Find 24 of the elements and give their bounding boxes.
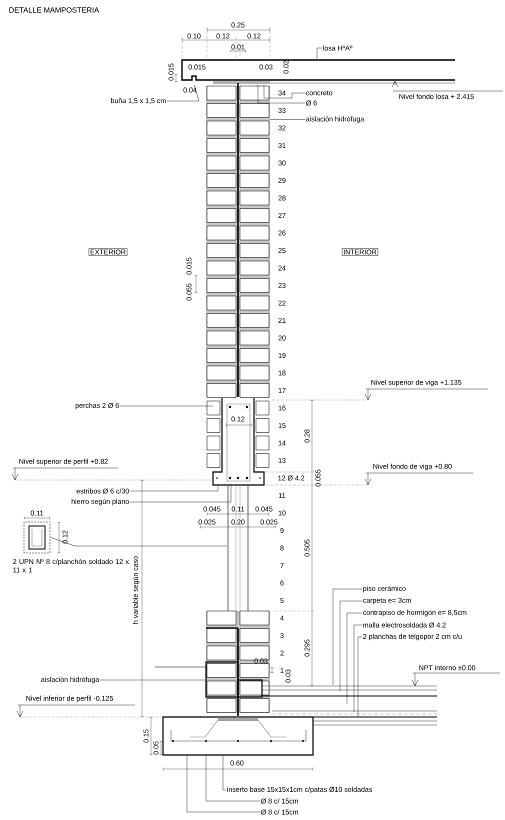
beam-drawing [212,398,265,486]
leader-line [358,636,362,718]
insulation-board-drawing [312,716,438,726]
leader-line [316,48,322,60]
column-drawing [228,486,248,612]
leader-line [130,484,232,502]
leader-line [130,484,218,492]
leader-line [222,754,226,790]
leader-line [166,84,200,102]
leader-line [258,84,306,104]
leader-line [354,624,362,712]
brick-wall-drawing [206,83,270,468]
brick-wall-drawing [205,610,270,716]
leader-line [206,754,260,802]
footing-drawing [162,716,314,756]
leader-line [346,612,362,704]
floor-tile-drawing [262,686,438,690]
leader-line [332,588,362,686]
slab-drawing [181,59,456,84]
leader-line [270,119,306,120]
leader-line [340,600,362,692]
leader-line [264,84,306,98]
leader-line [50,537,228,546]
leader-line [186,754,260,812]
